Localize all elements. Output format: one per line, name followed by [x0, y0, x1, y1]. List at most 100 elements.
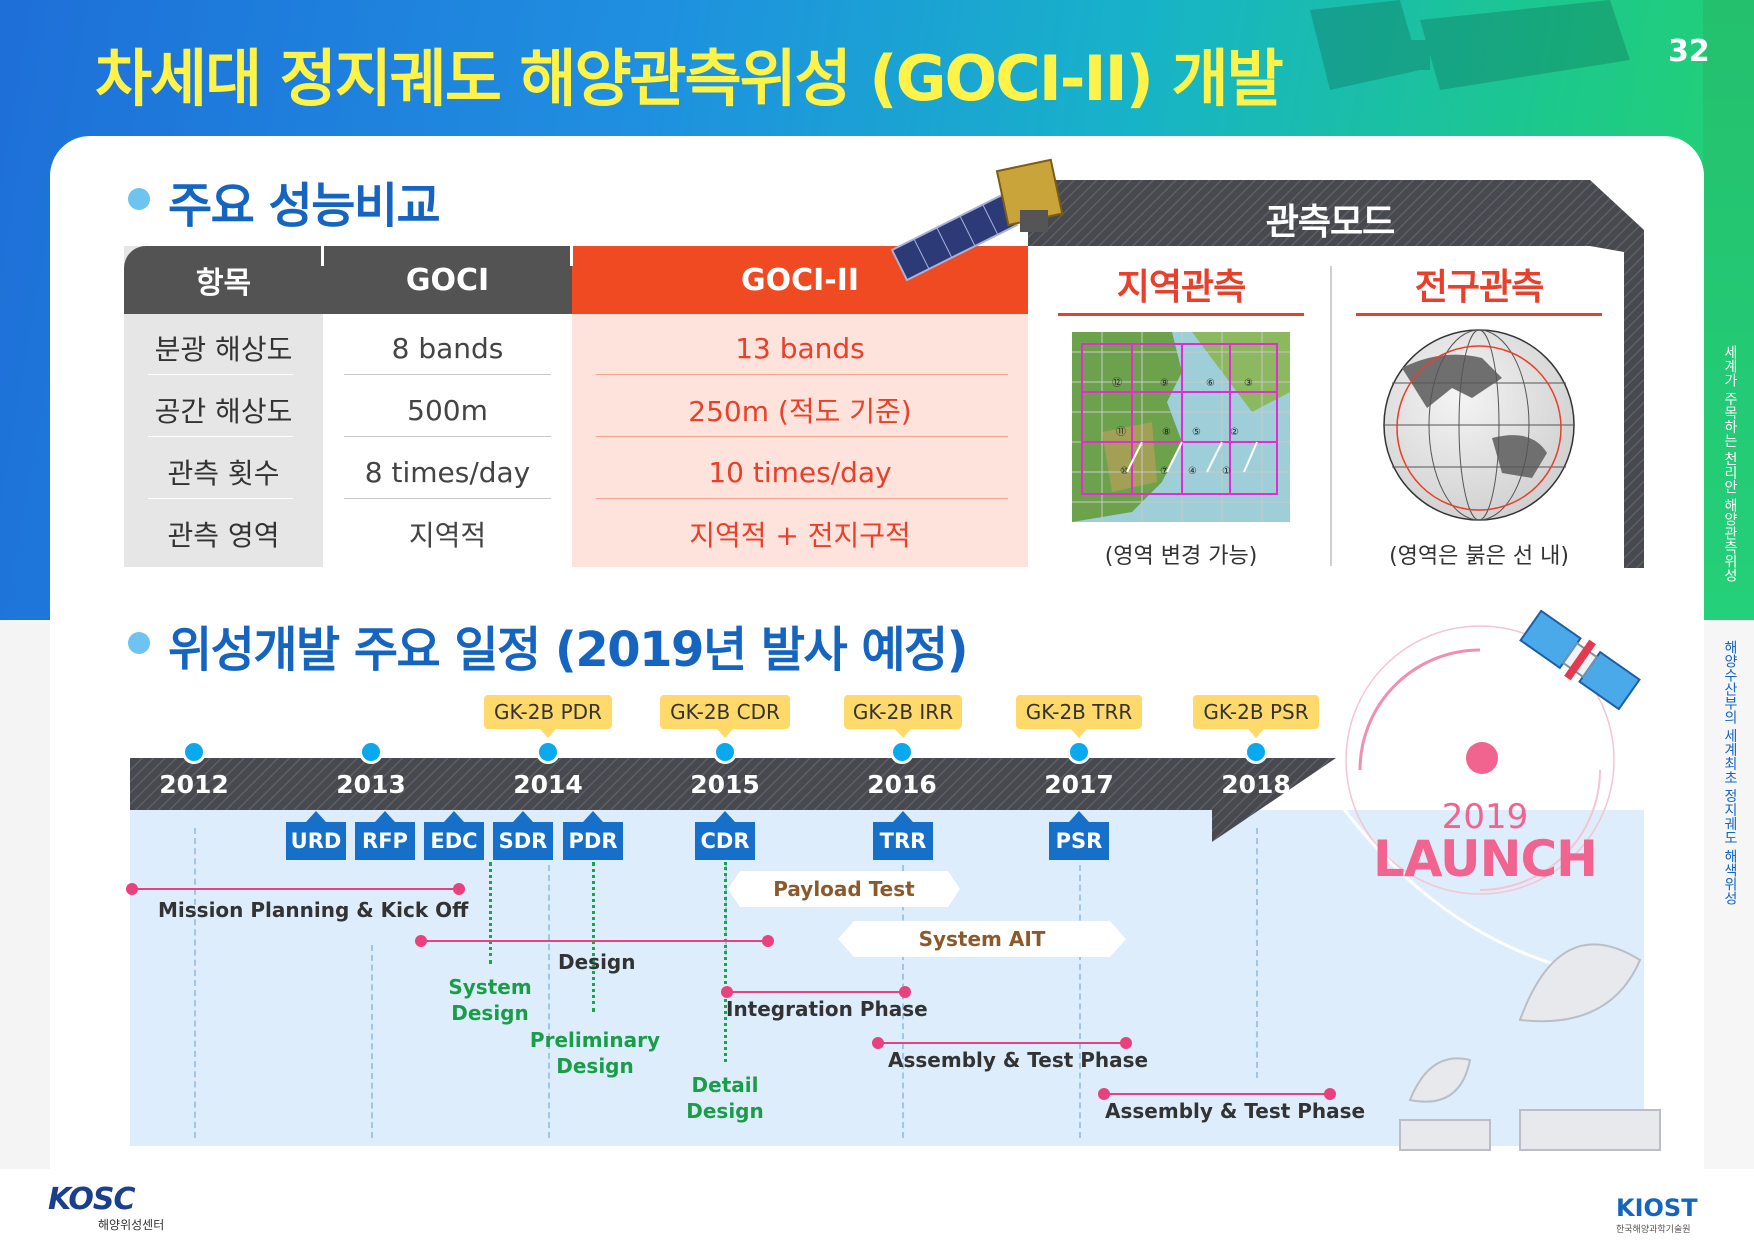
phase-end-dot: [453, 883, 465, 895]
year-label: 2017: [1044, 770, 1114, 799]
mission-phase-label: Mission Planning & Kick Off: [158, 898, 469, 922]
milestone-badge: GK-2B IRR: [844, 695, 962, 729]
year-marker-dot: [182, 740, 206, 764]
review-badge: SDR: [493, 822, 553, 860]
review-notch: [583, 811, 603, 822]
milestone-badge: GK-2B PDR: [484, 695, 612, 729]
global-mode-label: 전구관측: [1414, 267, 1544, 308]
assembly-phase-line: [1104, 1093, 1330, 1095]
review-notch: [444, 811, 464, 822]
header-divider: [570, 246, 573, 266]
timeline-area: [130, 810, 1644, 1146]
section-title-schedule: 위성개발 주요 일정 (2019년 발사 예정): [168, 622, 969, 678]
year-label: 2016: [867, 770, 937, 799]
year-label: 2013: [336, 770, 406, 799]
side-tagline-top: 세계가 주목하는 천리안 해양관측위성: [1722, 345, 1738, 583]
satellite-icon: [890, 158, 1064, 282]
milestone-badge: GK-2B PSR: [1193, 695, 1319, 729]
year-marker-dot: [713, 740, 737, 764]
footer-bar: [0, 1169, 1754, 1240]
slot-number: ①: [1222, 466, 1231, 477]
review-notch: [893, 811, 913, 822]
phase-end-dot: [1324, 1088, 1336, 1100]
slot-number: ⑥: [1206, 378, 1215, 389]
slot-number: ⑩: [1120, 466, 1129, 477]
right-side-strip-accent: [1703, 0, 1754, 620]
year-marker-dot: [890, 740, 914, 764]
year-marker-dot: [536, 740, 560, 764]
review-badge: CDR: [695, 822, 755, 860]
row-divider: [596, 374, 1008, 375]
milestone-badge: GK-2B CDR: [660, 695, 790, 729]
table-cell-item: 분광 해상도: [154, 333, 293, 366]
year-marker-dot: [1244, 740, 1268, 764]
row-divider: [344, 498, 551, 499]
year-guide-line: [194, 828, 196, 1138]
phase-start-dot: [721, 986, 733, 998]
year-guide-line: [371, 945, 373, 1138]
row-divider: [148, 374, 293, 375]
phase-end-dot: [899, 986, 911, 998]
detail-design-label: Detail Design: [686, 1073, 764, 1123]
slot-number: ③: [1244, 378, 1253, 389]
payload-test-arrow: Payload Test: [728, 871, 960, 907]
milestone-badge: GK-2B TRR: [1016, 695, 1142, 729]
table-cell-item: 공간 해상도: [154, 395, 293, 428]
mission-phase-line: [132, 888, 459, 890]
review-badge: RFP: [355, 822, 415, 860]
system-design-label: System Design: [448, 975, 532, 1025]
slot-number: ④: [1188, 466, 1197, 477]
assembly-phase-label: Assembly & Test Phase: [888, 1048, 1149, 1072]
table-cell-item: 관측 횟수: [167, 457, 280, 490]
header-divider: [321, 246, 324, 266]
table-cell-goci: 500m: [407, 393, 488, 427]
row-divider: [148, 436, 293, 437]
year-guide-line: [1079, 865, 1081, 1138]
year-label: 2012: [159, 770, 229, 799]
table-cell-item: 관측 영역: [167, 519, 280, 552]
regional-mode-label: 지역관측: [1116, 267, 1246, 308]
year-marker-dot: [359, 740, 383, 764]
table-cell-goci2: 13 bands: [735, 331, 865, 365]
table-cell-goci2: 10 times/day: [708, 455, 892, 489]
milestone-pointer: [1071, 729, 1087, 738]
launch-label: LAUNCH: [1372, 830, 1598, 888]
slot-number: ⑨: [1160, 378, 1169, 389]
review-badge: EDC: [424, 822, 484, 860]
milestone-pointer: [540, 729, 556, 738]
kosc-logo: KOSC: [48, 1182, 135, 1217]
slot-number: ②: [1230, 427, 1239, 438]
preliminary-design-marker: [592, 862, 595, 1012]
regional-caption: (영역 변경 가능): [1104, 544, 1258, 569]
review-notch: [513, 811, 533, 822]
review-badge: PSR: [1049, 822, 1109, 860]
row-divider: [344, 374, 551, 375]
year-guide-line: [1256, 828, 1258, 1078]
review-notch: [306, 811, 326, 822]
assembly-phase-label: Assembly & Test Phase: [1105, 1099, 1366, 1123]
integration-phase-label: Integration Phase: [726, 997, 928, 1021]
table-header-item: 항목: [124, 246, 323, 314]
regional-underline: [1058, 313, 1304, 316]
page-title: 차세대 정지궤도 해양관측위성 (GOCI-II) 개발: [95, 42, 1284, 115]
global-caption: (영역은 붉은 선 내): [1389, 544, 1569, 569]
kosc-caption: 해양위성센터: [98, 1218, 165, 1232]
system-design-marker: [489, 862, 492, 964]
mode-divider: [1330, 266, 1332, 566]
milestone-pointer: [1248, 729, 1264, 738]
table-cell-goci2: 지역적 + 전지구적: [689, 519, 911, 552]
row-divider: [344, 436, 551, 437]
assembly-phase-line: [878, 1042, 1126, 1044]
table-cell-goci: 8 bands: [391, 331, 504, 365]
row-divider: [148, 498, 293, 499]
observation-mode-title: 관측모드: [1265, 202, 1395, 243]
year-guide-line: [902, 865, 904, 1138]
review-badge: PDR: [563, 822, 623, 860]
review-badge: TRR: [873, 822, 933, 860]
satellite-background-icon: [1310, 0, 1630, 90]
preliminary-design-label: Preliminary Design: [529, 1028, 661, 1078]
slot-number: ⑤: [1192, 427, 1201, 438]
regional-map-image: ⑫ ⑨ ⑥ ③ ⑪ ⑧ ⑤ ② ⑩ ⑦ ④ ①: [1072, 332, 1290, 522]
slot-number: ⑧: [1162, 427, 1171, 438]
row-divider: [596, 498, 1008, 499]
